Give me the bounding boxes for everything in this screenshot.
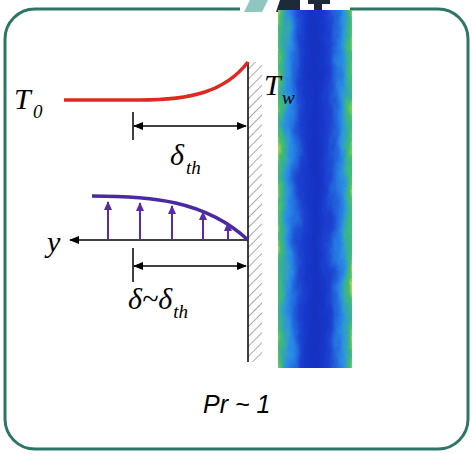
dimension-tick [132, 112, 134, 140]
subscript: 0 [33, 102, 43, 121]
axis-label: y [47, 227, 60, 257]
velocity-profile [92, 196, 248, 240]
temperature-field [278, 10, 352, 368]
symbol-letter: T [14, 84, 31, 114]
velocity-arrows [108, 202, 228, 240]
logo-fragment [244, 0, 268, 12]
dimension-arrow [134, 265, 246, 267]
symbol-letter: δ~δ [128, 284, 172, 314]
y-axis [70, 239, 248, 241]
wall-hatch [248, 62, 262, 362]
subscript: th [173, 302, 188, 321]
wall-surface [247, 62, 249, 362]
subscript: th [186, 158, 201, 177]
caption: Pr ~ 1 [203, 392, 270, 417]
symbol-letter: δ [170, 140, 184, 170]
symbol-letter: T [264, 70, 281, 100]
subscript: w [282, 88, 295, 107]
frame [5, 9, 468, 449]
dimension-tick [132, 248, 134, 282]
temperature-profile [64, 62, 248, 100]
dimension-arrow [134, 125, 246, 127]
